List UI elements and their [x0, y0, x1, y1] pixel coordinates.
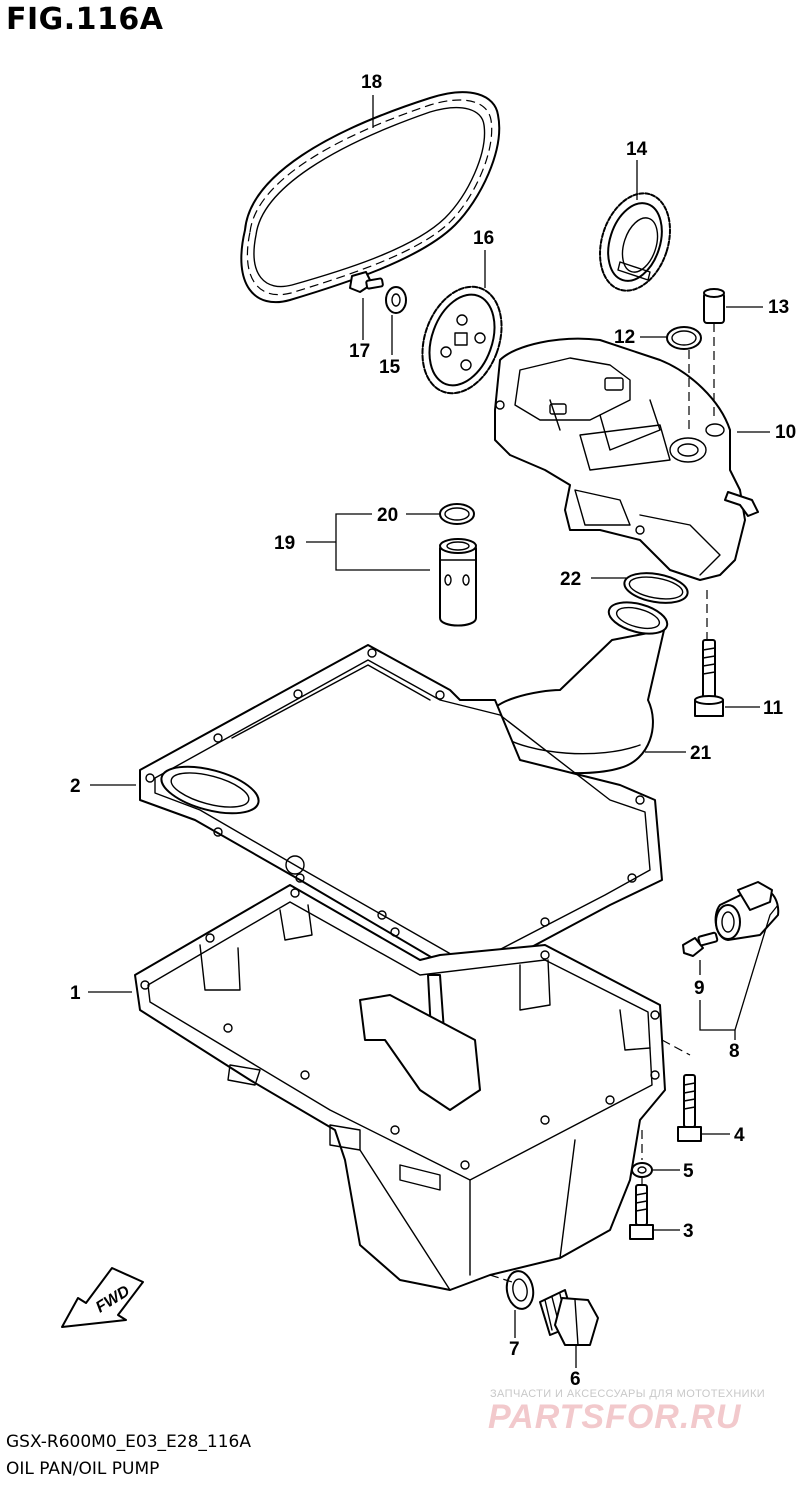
part-number-17: 17 — [349, 341, 370, 362]
part-number-11: 11 — [763, 698, 784, 719]
part-number-6: 6 — [570, 1369, 581, 1390]
watermark-logo: PARTSFOR.RU — [488, 1398, 742, 1436]
gear-14[interactable] — [588, 184, 682, 300]
oil-pan-1[interactable] — [134, 884, 666, 1291]
part-number-8: 8 — [729, 1041, 740, 1062]
drain-plug-6[interactable] — [539, 1289, 599, 1346]
part-number-12: 12 — [614, 327, 635, 348]
part-number-9: 9 — [694, 978, 705, 999]
part-number-4: 4 — [734, 1125, 745, 1146]
bolt-9[interactable] — [682, 931, 719, 957]
oil-pan-gasket-2[interactable] — [139, 644, 663, 981]
part-number-16: 16 — [473, 228, 494, 249]
part-number-14: 14 — [626, 139, 648, 160]
pin-13[interactable] — [703, 288, 725, 324]
sprocket-16[interactable] — [408, 276, 515, 405]
oil-pressure-switch-8[interactable] — [714, 881, 780, 941]
part-number-19: 19 — [274, 533, 295, 554]
part-number-3: 3 — [683, 1221, 694, 1242]
chain-18[interactable] — [240, 91, 501, 304]
part-number-1: 1 — [70, 983, 81, 1004]
part-number-5: 5 — [683, 1161, 694, 1182]
part-number-20: 20 — [377, 505, 398, 526]
figure-code: GSX-R600M0_E03_E28_116A — [6, 1432, 251, 1452]
bolt-17[interactable] — [349, 271, 384, 293]
figure-title: FIG.116A — [6, 2, 164, 37]
figure-description: OIL PAN/OIL PUMP — [6, 1459, 160, 1479]
part-number-2: 2 — [70, 776, 81, 797]
part-number-15: 15 — [379, 357, 401, 378]
pipe-19[interactable] — [439, 538, 477, 627]
fwd-arrow: FWD — [61, 1267, 144, 1328]
o-ring-22[interactable] — [622, 569, 690, 608]
o-ring-20[interactable] — [439, 503, 475, 525]
part-number-22: 22 — [560, 569, 581, 590]
o-ring-12[interactable] — [666, 326, 702, 350]
watermark-tagline: ЗАПЧАСТИ И АКСЕССУАРЫ ДЛЯ МОТОТЕХНИКИ — [490, 1388, 766, 1400]
oil-pump-10[interactable] — [494, 337, 759, 581]
leader-lines — [88, 95, 779, 1368]
part-number-13: 13 — [768, 297, 789, 318]
part-number-21: 21 — [690, 743, 712, 764]
bolt-11[interactable] — [694, 639, 724, 717]
gasket-7[interactable] — [504, 1269, 536, 1311]
part-number-18: 18 — [361, 72, 382, 93]
bolt-4[interactable] — [677, 1074, 702, 1142]
part-number-labels: 18 16 14 13 12 10 17 15 20 19 22 11 21 2… — [70, 72, 796, 1390]
bolt-3[interactable] — [629, 1184, 654, 1240]
washer-15[interactable] — [385, 286, 407, 314]
part-number-10: 10 — [775, 422, 796, 443]
part-number-7: 7 — [509, 1339, 520, 1360]
washer-5[interactable] — [631, 1162, 653, 1178]
